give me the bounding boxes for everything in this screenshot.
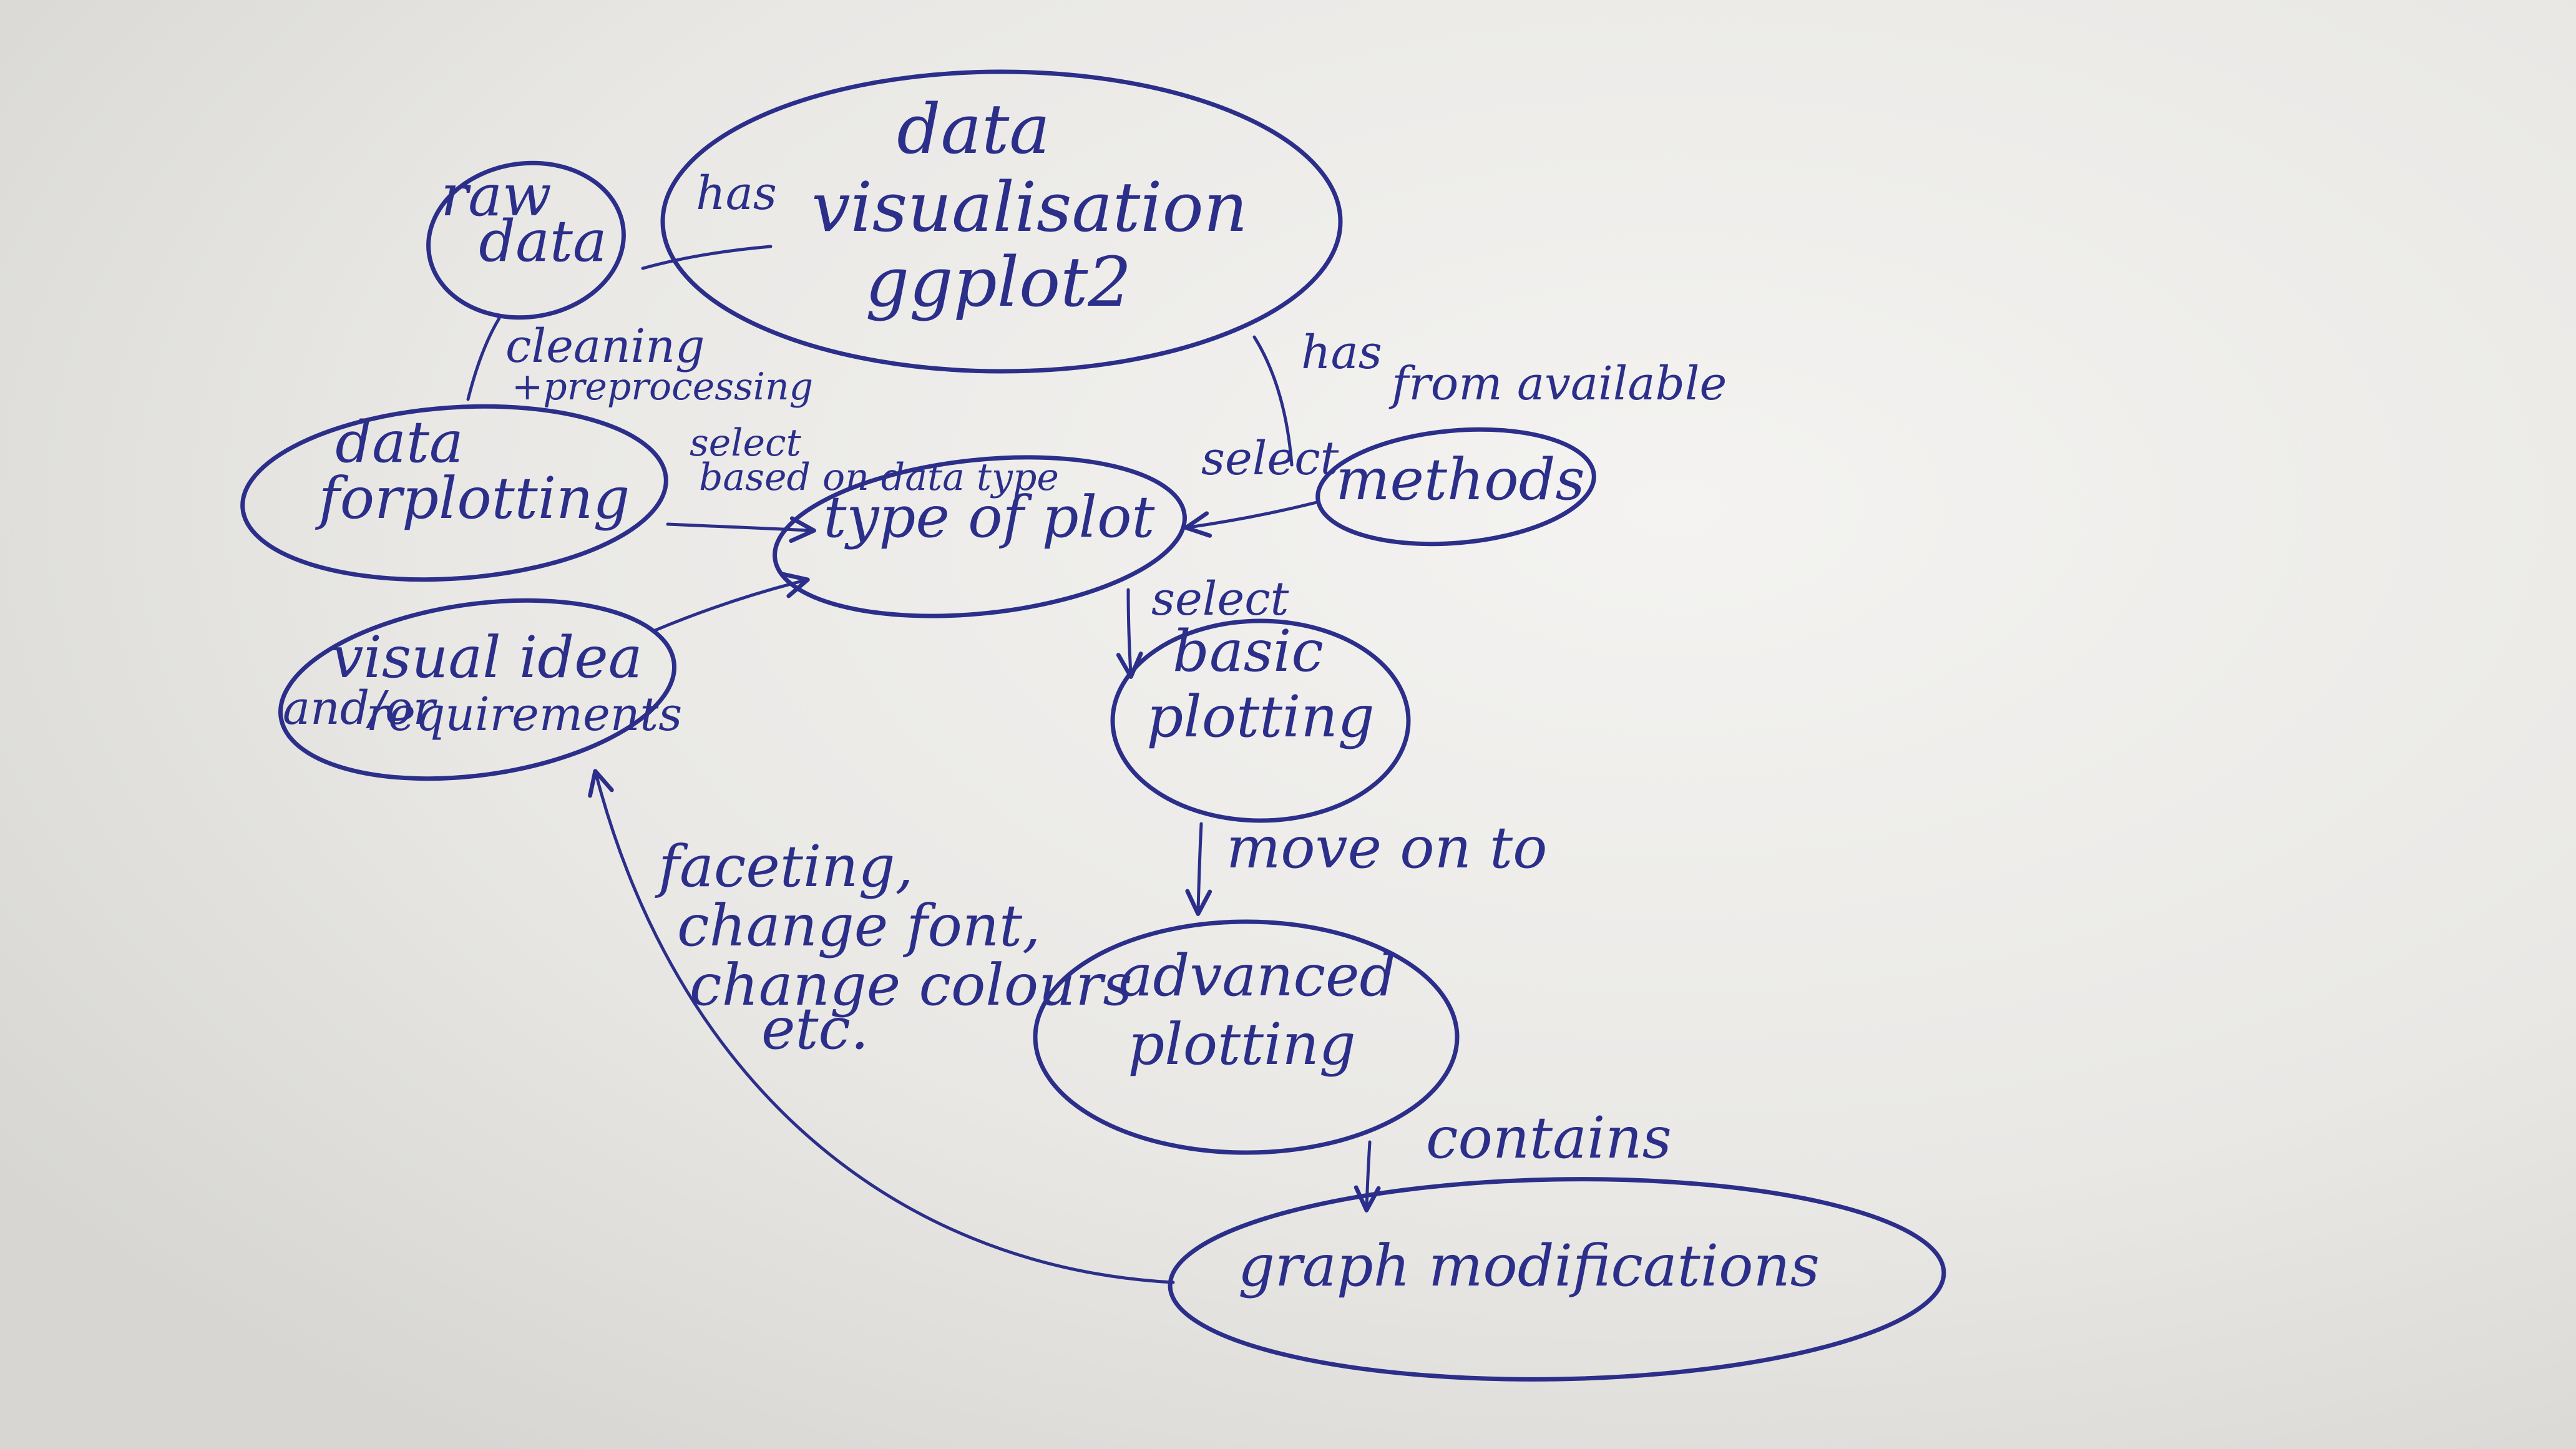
node-label: graph modifications	[1238, 1232, 1820, 1299]
node-label: plotting	[1128, 1011, 1355, 1078]
edge-label: select	[1151, 572, 1289, 626]
edge-faceting-feedback: faceting, change font, change colours et…	[588, 769, 1175, 1284]
node-label: and/or	[283, 681, 438, 735]
node-label: data	[479, 208, 607, 275]
edge-line	[1185, 822, 1212, 916]
edge-label: select	[1201, 432, 1339, 485]
node-label: plotting	[1146, 683, 1374, 750]
node-label: requirements	[366, 688, 682, 741]
edge-label: has	[1301, 326, 1382, 379]
edge-label: change colours	[690, 952, 1133, 1018]
node-basic-plotting: basic plotting	[1110, 618, 1411, 823]
edge-line	[1354, 1140, 1381, 1212]
edge-label: based on data type	[699, 456, 1059, 499]
node-label: methods	[1335, 446, 1584, 513]
node-outline	[278, 598, 676, 781]
node-label: advanced	[1119, 942, 1397, 1009]
node-outline	[426, 160, 626, 320]
node-label: type of plot	[824, 484, 1156, 550]
edge-line	[466, 316, 501, 401]
node-outline	[240, 404, 668, 582]
edge-line	[588, 769, 1175, 1284]
node-graph-modifications: graph modifications	[1168, 1177, 1946, 1382]
node-advanced-plotting: advanced plotting	[1033, 919, 1460, 1155]
edge-label: contains	[1426, 1105, 1672, 1171]
node-outline	[1110, 618, 1411, 823]
node-data-for-plotting: data forplotting	[240, 404, 668, 582]
edge-line	[641, 245, 773, 270]
node-label: basic	[1173, 618, 1324, 685]
node-label: data	[897, 89, 1050, 169]
edge-label: change font,	[677, 892, 1040, 959]
edge-has-raw-data: has	[641, 167, 777, 270]
node-label: forplotting	[315, 465, 630, 532]
edge-label: select	[690, 421, 802, 465]
edge-line	[1184, 500, 1319, 538]
node-outline	[660, 69, 1343, 374]
edge-label: move on to	[1226, 814, 1548, 881]
edge-label: cleaning	[505, 320, 705, 373]
edge-select-from-methods: select from available	[1184, 357, 1727, 538]
node-label: ggplot2	[866, 242, 1132, 322]
edge-label: etc.	[761, 995, 869, 1062]
edge-visual-idea-to-type	[653, 572, 810, 632]
node-data-visualisation: data visualisation ggplot2	[660, 69, 1343, 374]
edge-label: +preprocessing	[512, 365, 813, 409]
node-outline	[1315, 427, 1596, 547]
node-label: data	[335, 409, 464, 476]
edge-line	[1252, 335, 1294, 467]
node-raw-data: raw data	[426, 160, 626, 320]
node-label: visualisation	[811, 167, 1247, 247]
node-visual-idea: visual idea and/or requirements	[278, 598, 682, 781]
node-label: visual idea	[331, 624, 643, 691]
edge-move-on-to: move on to	[1185, 814, 1548, 916]
edge-select-based-on-data-type: select based on data type	[666, 421, 1059, 544]
node-outline	[1033, 919, 1460, 1155]
edge-has-methods: has	[1252, 326, 1382, 467]
edge-cleaning: cleaning +preprocessing	[466, 316, 813, 409]
edge-contains: contains	[1354, 1105, 1672, 1212]
edge-select-basic: select	[1116, 572, 1289, 679]
node-outline	[1168, 1177, 1946, 1382]
node-methods: methods	[1315, 427, 1596, 547]
edge-line	[653, 572, 810, 632]
edge-line	[666, 516, 816, 544]
edge-label: faceting,	[655, 833, 914, 900]
edge-line	[1116, 588, 1143, 679]
edge-label: from available	[1388, 357, 1727, 411]
node-type-of-plot: type of plot	[773, 455, 1187, 618]
edge-label: has	[696, 167, 777, 220]
node-label: raw	[441, 162, 552, 229]
